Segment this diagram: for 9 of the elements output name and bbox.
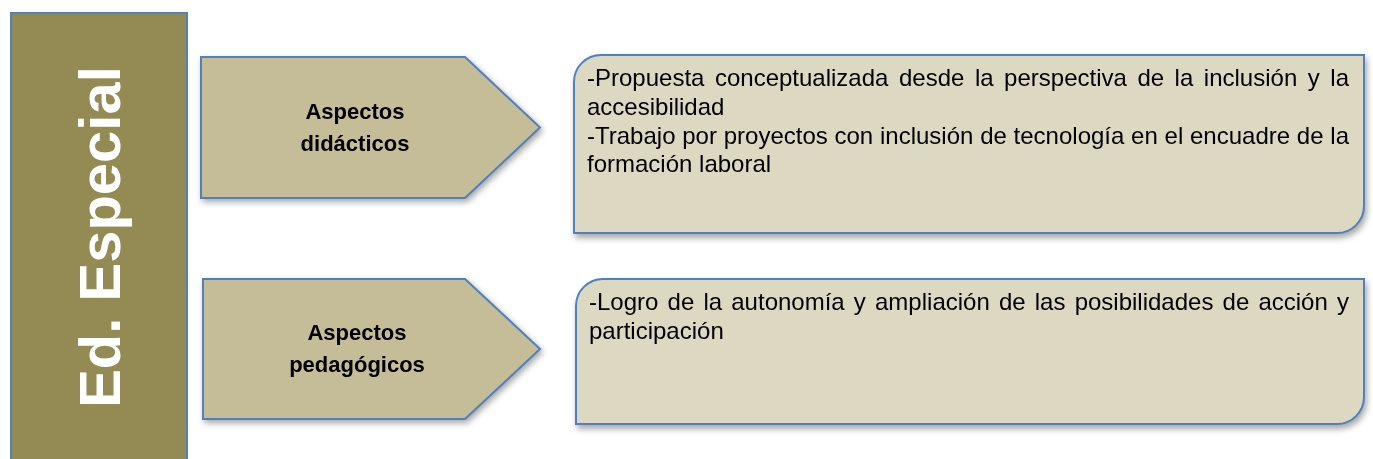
shape-label: Aspectos pedagógicos [288, 319, 426, 379]
title-bar [10, 12, 188, 459]
text-card [573, 54, 1365, 234]
bullet-text: -Propuesta conceptualizada desde la perspectiva de la inclusión y la accesibilidad [587, 64, 1349, 122]
shape-label: Aspectos didácticos [299, 97, 411, 158]
text-card [575, 278, 1365, 425]
bullet-text: -Trabajo por proyectos con inclusión de tecnología en el encuadre de la formación laboral [587, 121, 1349, 180]
vertical-heading: Ed. Especial [65, 65, 133, 408]
bullet-text: -Logro de la autonomía y ampliación de las posibilidades de acción y participación [589, 288, 1349, 346]
